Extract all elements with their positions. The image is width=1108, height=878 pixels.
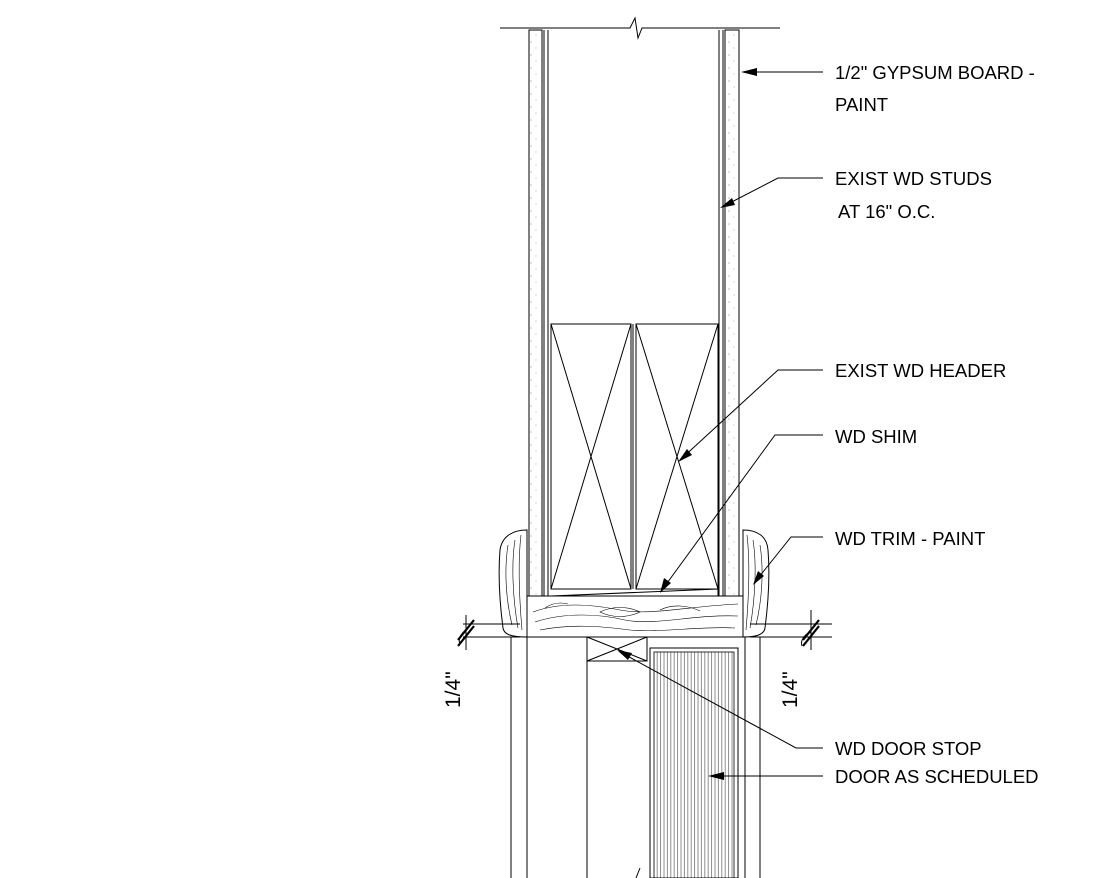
leader-door <box>708 772 823 780</box>
gypsum-board-left <box>528 29 543 597</box>
wood-shim <box>550 588 719 597</box>
gypsum-board-right <box>724 29 740 597</box>
leader-studs <box>720 177 823 208</box>
label-header: EXIST WD HEADER <box>835 360 1006 381</box>
top-break-line <box>500 16 780 40</box>
wood-trim-right <box>742 529 770 638</box>
wood-door-stop <box>586 636 648 662</box>
label-studs-line2: AT 16" O.C. <box>838 201 935 222</box>
label-studs-line1: EXIST WD STUDS <box>835 168 992 189</box>
leader-shim <box>660 434 823 593</box>
door-leaf <box>649 647 739 878</box>
wood-header <box>550 323 719 590</box>
bottom-break-mark <box>635 867 641 878</box>
dimension-right <box>750 610 832 650</box>
label-shim: WD SHIM <box>835 426 917 447</box>
existing-wall <box>528 29 740 597</box>
dimension-label-left: 1/4" <box>442 671 465 708</box>
leader-trim <box>753 536 823 585</box>
dimension-left <box>457 615 520 650</box>
leader-header <box>678 369 823 462</box>
wood-trim-left <box>498 529 528 638</box>
head-jamb <box>526 595 744 638</box>
label-door-stop: WD DOOR STOP <box>835 738 982 759</box>
dimension-label-right: 1/4" <box>779 671 802 708</box>
label-trim: WD TRIM - PAINT <box>835 528 985 549</box>
label-door: DOOR AS SCHEDULED <box>835 766 1039 787</box>
leader-gypsum <box>741 68 823 76</box>
label-gypsum-board-line2: PAINT <box>835 94 888 115</box>
label-gypsum-board-line1: 1/2" GYPSUM BOARD - <box>835 62 1035 83</box>
door-frame-lines <box>510 637 761 878</box>
leader-door-stop <box>617 650 823 749</box>
